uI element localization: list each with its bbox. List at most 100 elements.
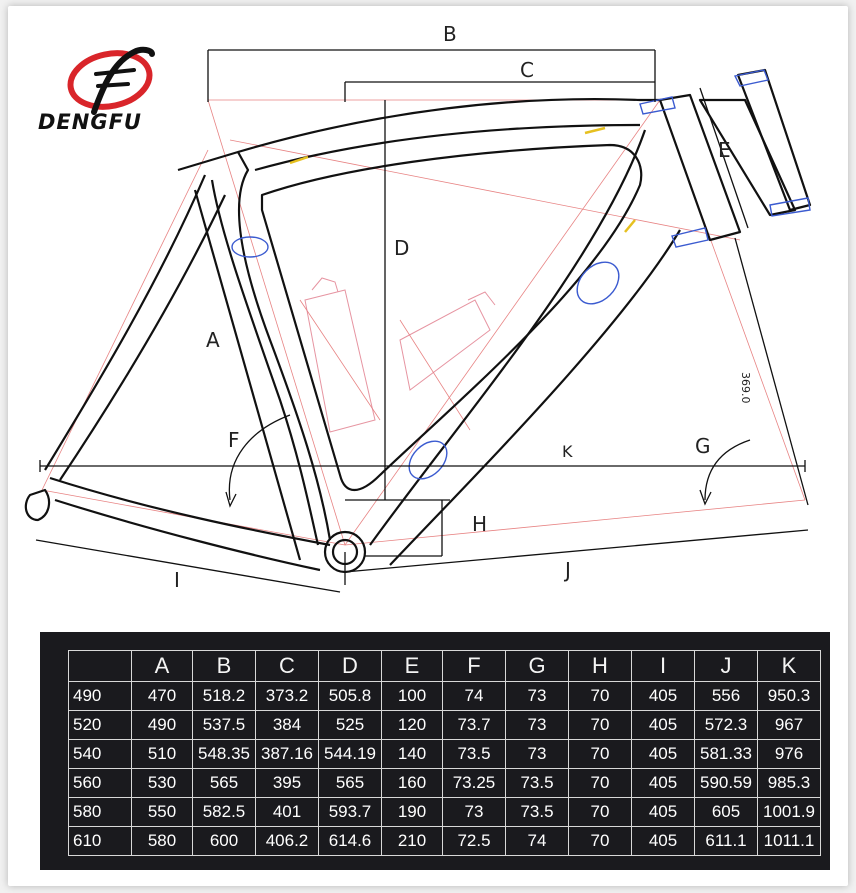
table-cell: 565 (318, 768, 382, 798)
dim-label-h: H (472, 512, 488, 536)
table-cell: 600 (192, 826, 256, 856)
table-header-cell: A (131, 650, 193, 682)
table-cell-size: 490 (68, 681, 132, 711)
table-header-cell: E (381, 650, 443, 682)
table-header-cell: J (694, 650, 758, 682)
table-cell: 580 (131, 826, 193, 856)
table-cell: 401 (255, 797, 319, 827)
dim-label-g: G (695, 434, 711, 458)
table-cell: 405 (631, 826, 695, 856)
table-header-cell: D (318, 650, 382, 682)
table-cell: 565 (192, 768, 256, 798)
table-cell: 120 (381, 710, 443, 740)
dim-label-i: I (174, 568, 180, 592)
table-cell: 72.5 (442, 826, 506, 856)
table-cell: 530 (131, 768, 193, 798)
table-cell: 581.33 (694, 739, 758, 769)
table-cell: 387.16 (255, 739, 319, 769)
dim-label-d: D (394, 236, 410, 260)
table-cell-size: 540 (68, 739, 132, 769)
table-cell: 582.5 (192, 797, 256, 827)
table-cell: 160 (381, 768, 443, 798)
geometry-table: A B C D E F G H I J K 490 470 518.2 373.… (68, 650, 821, 856)
table-cell: 405 (631, 710, 695, 740)
table-cell: 550 (131, 797, 193, 827)
table-cell: 406.2 (255, 826, 319, 856)
table-row: 610 580 600 406.2 614.6 210 72.5 74 70 4… (68, 826, 821, 856)
table-cell: 74 (505, 826, 569, 856)
tube-sections (231, 69, 811, 480)
seat-tube-note: 369.0 (739, 372, 752, 404)
table-cell: 73.25 (442, 768, 506, 798)
table-cell: 590.59 (694, 768, 758, 798)
table-cell: 73.5 (442, 739, 506, 769)
table-cell: 73.5 (505, 768, 569, 798)
table-header-cell: I (631, 650, 695, 682)
table-cell: 73 (505, 739, 569, 769)
table-cell: 395 (255, 768, 319, 798)
table-cell: 373.2 (255, 681, 319, 711)
table-header-cell: C (255, 650, 319, 682)
table-cell: 1001.9 (757, 797, 821, 827)
table-cell: 556 (694, 681, 758, 711)
table-header-cell (68, 650, 132, 682)
table-cell: 405 (631, 681, 695, 711)
table-row: 540 510 548.35 387.16 544.19 140 73.5 73… (68, 739, 821, 769)
table-cell: 73.7 (442, 710, 506, 740)
table-cell: 510 (131, 739, 193, 769)
dim-label-j: J (565, 558, 571, 582)
table-cell: 70 (568, 826, 632, 856)
table-cell: 593.7 (318, 797, 382, 827)
table-cell: 210 (381, 826, 443, 856)
brand-name: DENGFU (38, 110, 142, 134)
dim-label-k: K (562, 442, 573, 461)
table-cell: 537.5 (192, 710, 256, 740)
table-cell: 611.1 (694, 826, 758, 856)
accent-marks (289, 126, 636, 233)
table-header-cell: B (192, 650, 256, 682)
table-cell: 70 (568, 739, 632, 769)
table-cell: 525 (318, 710, 382, 740)
table-cell-size: 520 (68, 710, 132, 740)
bottle-outlines (304, 277, 496, 433)
table-cell-size: 610 (68, 826, 132, 856)
table-cell: 505.8 (318, 681, 382, 711)
table-cell: 405 (631, 768, 695, 798)
table-row: 560 530 565 395 565 160 73.25 73.5 70 40… (68, 768, 821, 798)
table-cell: 405 (631, 797, 695, 827)
table-header-cell: K (757, 650, 821, 682)
table-row: 490 470 518.2 373.2 505.8 100 74 73 70 4… (68, 681, 821, 711)
table-cell: 190 (381, 797, 443, 827)
table-cell: 1011.1 (757, 826, 821, 856)
table-cell: 73 (442, 797, 506, 827)
table-cell: 605 (694, 797, 758, 827)
table-cell: 384 (255, 710, 319, 740)
table-row: 520 490 537.5 384 525 120 73.7 73 70 405… (68, 710, 821, 740)
dim-label-b: B (443, 22, 457, 46)
frame-geometry-drawing (24, 49, 812, 593)
table-header-cell: H (568, 650, 632, 682)
table-header-row: A B C D E F G H I J K (68, 650, 821, 682)
table-cell: 548.35 (192, 739, 256, 769)
geometry-table-panel: A B C D E F G H I J K 490 470 518.2 373.… (40, 632, 830, 870)
table-cell: 73 (505, 681, 569, 711)
table-cell: 140 (381, 739, 443, 769)
table-cell: 967 (757, 710, 821, 740)
dimension-lines (35, 49, 809, 593)
table-cell: 572.3 (694, 710, 758, 740)
dim-label-c: C (520, 58, 534, 82)
table-cell: 490 (131, 710, 193, 740)
table-cell: 470 (131, 681, 193, 711)
table-row: 580 550 582.5 401 593.7 190 73 73.5 70 4… (68, 797, 821, 827)
table-header-cell: F (442, 650, 506, 682)
table-cell: 73.5 (505, 797, 569, 827)
table-cell: 544.19 (318, 739, 382, 769)
dengfu-logo (67, 46, 155, 115)
table-cell: 950.3 (757, 681, 821, 711)
table-cell: 985.3 (757, 768, 821, 798)
table-cell: 976 (757, 739, 821, 769)
table-cell: 614.6 (318, 826, 382, 856)
frame-outline (24, 68, 812, 574)
table-cell: 70 (568, 768, 632, 798)
table-cell: 405 (631, 739, 695, 769)
